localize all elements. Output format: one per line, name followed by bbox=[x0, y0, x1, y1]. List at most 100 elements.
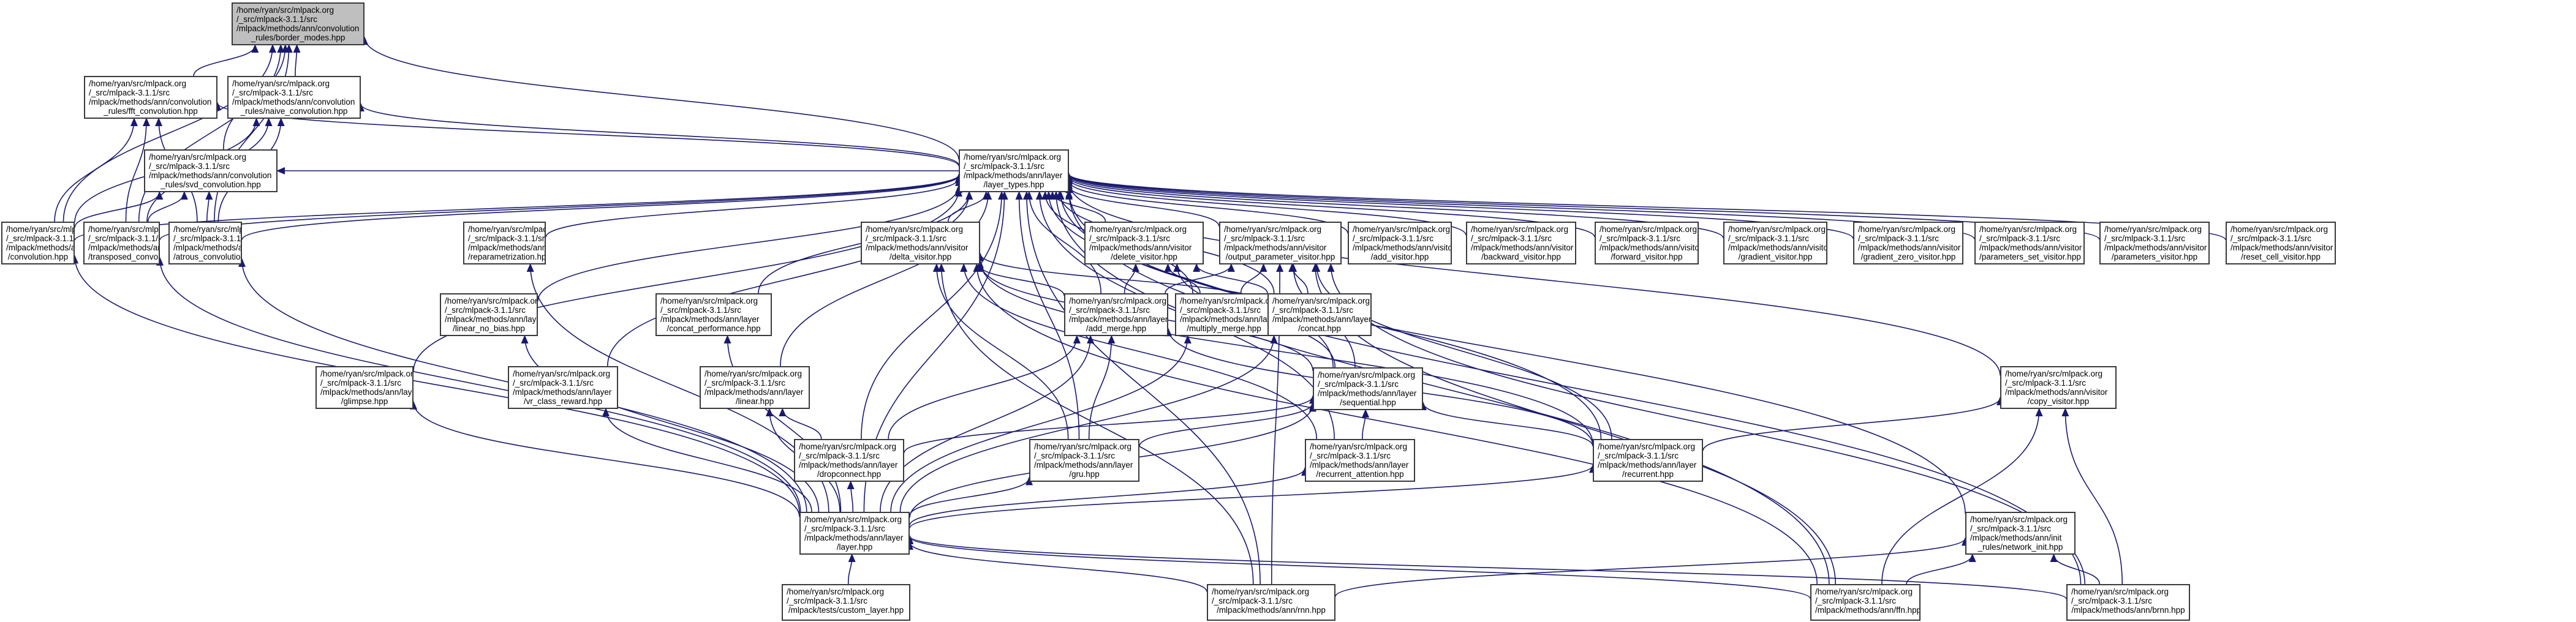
node-parameters-set-visitor[interactable]: /home/ryan/src/mlpack.org/_src/mlpack-3.… bbox=[1974, 222, 2085, 264]
node-label-line: /home/ryan/src/mlpack.org bbox=[1069, 296, 1167, 305]
node-gru[interactable]: /home/ryan/src/mlpack.org/_src/mlpack-3.… bbox=[1029, 439, 1139, 482]
edge-ffn-to-layer bbox=[906, 536, 1811, 599]
node-label-line: /_src/mlpack-3.1.1/src bbox=[1858, 234, 1940, 243]
node-label-line: /_src/mlpack-3.1.1/src bbox=[1224, 234, 1305, 243]
edge-layer-to-transposed-convolution bbox=[156, 257, 801, 512]
node-naive-convolution[interactable]: /home/ryan/src/mlpack.org/_src/mlpack-3.… bbox=[227, 76, 361, 119]
node-forward-visitor[interactable]: /home/ryan/src/mlpack.org/_src/mlpack-3.… bbox=[1595, 222, 1699, 264]
node-label-line: /home/ryan/src/mlpack.org bbox=[513, 369, 611, 378]
node-parameters-visitor[interactable]: /home/ryan/src/mlpack.org/_src/mlpack-3.… bbox=[2099, 222, 2210, 264]
edge-concat-to-delete-visitor bbox=[1193, 263, 1268, 294]
node-label-line: /layer.hpp bbox=[836, 542, 873, 552]
node-border-modes[interactable]: /home/ryan/src/mlpack.org/_src/mlpack-3.… bbox=[232, 2, 364, 45]
node-network-init[interactable]: /home/ryan/src/mlpack.org/_src/mlpack-3.… bbox=[1965, 512, 2076, 555]
node-custom-layer[interactable]: /home/ryan/src/mlpack.org/_src/mlpack-3.… bbox=[782, 584, 910, 621]
edge-rnn-to-layer bbox=[906, 541, 1207, 592]
node-label-line: /mlpack/methods/ann/init bbox=[1970, 533, 2062, 542]
node-fft-convolution[interactable]: /home/ryan/src/mlpack.org/_src/mlpack-3.… bbox=[84, 76, 217, 119]
node-label-line: /_src/mlpack-3.1.1/src bbox=[173, 234, 241, 243]
edge-layer-to-linear-no-bias bbox=[521, 335, 820, 512]
edge-output-parameter-visitor-to-layer-types bbox=[1065, 184, 1220, 227]
node-ffn[interactable]: /home/ryan/src/mlpack.org/_src/mlpack-3.… bbox=[1810, 584, 1921, 621]
node-label-line: /mlpack/methods/ann/layer bbox=[1069, 315, 1168, 324]
node-linear[interactable]: /home/ryan/src/mlpack.org/_src/mlpack-3.… bbox=[700, 366, 810, 409]
node-reparametrization[interactable]: /home/ryan/src/mlpack.org/_src/mlpack-3.… bbox=[463, 222, 546, 264]
edge-layer-to-glimpse bbox=[410, 400, 800, 517]
node-reset-cell-visitor[interactable]: /home/ryan/src/mlpack.org/_src/mlpack-3.… bbox=[2226, 222, 2336, 264]
node-label-line: _rules/fft_convolution.hpp bbox=[104, 107, 198, 116]
edge-rnn-to-layer-types bbox=[1022, 191, 1261, 585]
node-label-line: /mlpack/methods/ann/layer bbox=[660, 315, 760, 324]
node-label-line: /_src/mlpack-3.1.1/src bbox=[1353, 234, 1434, 243]
node-sequential[interactable]: /home/ryan/src/mlpack.org/_src/mlpack-3.… bbox=[1313, 367, 1423, 410]
node-label-line: /_src/mlpack-3.1.1/src bbox=[445, 305, 526, 315]
edge-layer-to-vr-class-reward bbox=[602, 408, 812, 512]
node-label-line: /_src/mlpack-3.1.1/src bbox=[1034, 451, 1116, 460]
edge-recurrent-to-output-parameter-visitor bbox=[1313, 263, 1612, 440]
node-label-line: /mlpack/methods/ann/layer bbox=[964, 171, 1063, 180]
node-label-line: /mlpack/methods/ann/convolution bbox=[149, 171, 272, 180]
node-vr-class-reward[interactable]: /home/ryan/src/mlpack.org/_src/mlpack-3.… bbox=[508, 366, 618, 409]
node-label-line: /mlpack/methods/ann/ffn.hpp bbox=[1815, 605, 1921, 615]
node-multiply-merge[interactable]: /home/ryan/src/mlpack.org/_src/mlpack-3.… bbox=[1175, 293, 1273, 336]
node-atrous-convolution[interactable]: /home/ryan/src/mlpack.org/_src/mlpack-3.… bbox=[168, 222, 242, 264]
node-label-line: /home/ryan/src/mlpack.org bbox=[173, 225, 242, 234]
node-label-line: /home/ryan/src/mlpack.org bbox=[2005, 369, 2103, 378]
edge-gru-to-sequential bbox=[1139, 401, 1316, 447]
edge-rnn-to-network-init bbox=[1335, 537, 1969, 597]
node-convolution[interactable]: /home/ryan/src/mlpack.org/_src/mlpack-3.… bbox=[1, 222, 75, 264]
node-label-line: /mlpack/methods/ann/visitor bbox=[1979, 243, 2082, 252]
node-label-line: /mlpack/methods/ann/layer bbox=[1318, 389, 1417, 398]
edge-gru-to-delta-visitor bbox=[932, 263, 1069, 440]
node-glimpse[interactable]: /home/ryan/src/mlpack.org/_src/mlpack-3.… bbox=[315, 366, 414, 409]
node-brnn[interactable]: /home/ryan/src/mlpack.org/_src/mlpack-3.… bbox=[2066, 584, 2190, 621]
edge-transposed-convolution-to-svd-convolution bbox=[147, 191, 188, 222]
node-add-visitor[interactable]: /home/ryan/src/mlpack.org/_src/mlpack-3.… bbox=[1348, 222, 1452, 264]
node-label-line: /_src/mlpack-3.1.1/src bbox=[2005, 378, 2087, 388]
node-label-line: /home/ryan/src/mlpack.org bbox=[2071, 587, 2169, 596]
node-transposed-convolution[interactable]: /home/ryan/src/mlpack.org/_src/mlpack-3.… bbox=[83, 222, 160, 264]
edge-recurrent-to-delta-visitor bbox=[976, 260, 1593, 444]
node-label-line: /mlpack/methods/ann/convolution bbox=[232, 97, 355, 107]
node-gradient-zero-visitor[interactable]: /home/ryan/src/mlpack.org/_src/mlpack-3.… bbox=[1853, 222, 1963, 264]
node-label-line: /multiply_merge.hpp bbox=[1187, 324, 1261, 333]
node-label-line: /home/ryan/src/mlpack.org bbox=[2104, 225, 2202, 234]
node-delta-visitor[interactable]: /home/ryan/src/mlpack.org/_src/mlpack-3.… bbox=[861, 222, 980, 264]
node-output-parameter-visitor[interactable]: /home/ryan/src/mlpack.org/_src/mlpack-3.… bbox=[1219, 222, 1342, 264]
node-dropconnect[interactable]: /home/ryan/src/mlpack.org/_src/mlpack-3.… bbox=[794, 439, 904, 482]
edge-naive-convolution-to-border-modes bbox=[293, 44, 301, 77]
node-label-line: /_src/mlpack-3.1.1/src bbox=[1069, 305, 1150, 315]
node-rnn[interactable]: /home/ryan/src/mlpack.org/_src/mlpack-3.… bbox=[1207, 584, 1335, 621]
node-add-merge[interactable]: /home/ryan/src/mlpack.org/_src/mlpack-3.… bbox=[1064, 293, 1168, 336]
node-layer[interactable]: /home/ryan/src/mlpack.org/_src/mlpack-3.… bbox=[799, 512, 910, 555]
node-layer-types[interactable]: /home/ryan/src/mlpack.org/_src/mlpack-3.… bbox=[959, 149, 1069, 192]
node-label-line: /home/ryan/src/mlpack.org bbox=[1310, 442, 1408, 451]
node-svd-convolution[interactable]: /home/ryan/src/mlpack.org/_src/mlpack-3.… bbox=[144, 149, 278, 192]
node-linear-no-bias[interactable]: /home/ryan/src/mlpack.org/_src/mlpack-3.… bbox=[440, 293, 538, 336]
edge-gru-to-layer-types bbox=[1015, 191, 1080, 440]
node-concat[interactable]: /home/ryan/src/mlpack.org/_src/mlpack-3.… bbox=[1267, 293, 1372, 336]
node-label-line: /home/ryan/src/mlpack.org bbox=[6, 225, 75, 234]
node-label-line: /gradient_visitor.hpp bbox=[1738, 252, 1813, 261]
node-label-line: /_src/mlpack-3.1.1/src bbox=[2104, 234, 2186, 243]
node-recurrent-attention[interactable]: /home/ryan/src/mlpack.org/_src/mlpack-3.… bbox=[1305, 439, 1415, 482]
node-label-line: /_src/mlpack-3.1.1/src bbox=[1318, 380, 1399, 389]
edge-rnn-to-delta-visitor bbox=[937, 263, 1254, 585]
node-label-line: /mlpack/methods/ann/layer bbox=[1034, 460, 1133, 470]
node-gradient-visitor[interactable]: /home/ryan/src/mlpack.org/_src/mlpack-3.… bbox=[1723, 222, 1827, 264]
node-label-line: /mlpack/methods/ann/layer bbox=[513, 388, 612, 397]
node-label-line: /_src/mlpack-3.1.1/src bbox=[787, 596, 868, 605]
edge-ffn-to-layer-types bbox=[1052, 191, 1830, 585]
node-label-line: /mlpack/methods/ann/layer bbox=[804, 533, 904, 542]
node-label-line: /mlpack/methods/ann/visitor bbox=[1353, 243, 1452, 252]
node-concat-performance[interactable]: /home/ryan/src/mlpack.org/_src/mlpack-3.… bbox=[655, 293, 772, 336]
node-label-line: /_src/mlpack-3.1.1/src bbox=[236, 15, 318, 24]
node-label-line: /mlpack/methods/ann/convolution bbox=[89, 97, 212, 107]
edge-recurrent-to-sequential bbox=[1419, 402, 1593, 447]
edge-brnn-to-network-init bbox=[2050, 553, 2101, 585]
node-recurrent[interactable]: /home/ryan/src/mlpack.org/_src/mlpack-3.… bbox=[1593, 439, 1703, 482]
node-copy-visitor[interactable]: /home/ryan/src/mlpack.org/_src/mlpack-3.… bbox=[2000, 366, 2117, 409]
node-backward-visitor[interactable]: /home/ryan/src/mlpack.org/_src/mlpack-3.… bbox=[1466, 222, 1576, 264]
node-delete-visitor[interactable]: /home/ryan/src/mlpack.org/_src/mlpack-3.… bbox=[1084, 222, 1204, 264]
edge-ffn-to-delta-visitor bbox=[973, 263, 1818, 585]
